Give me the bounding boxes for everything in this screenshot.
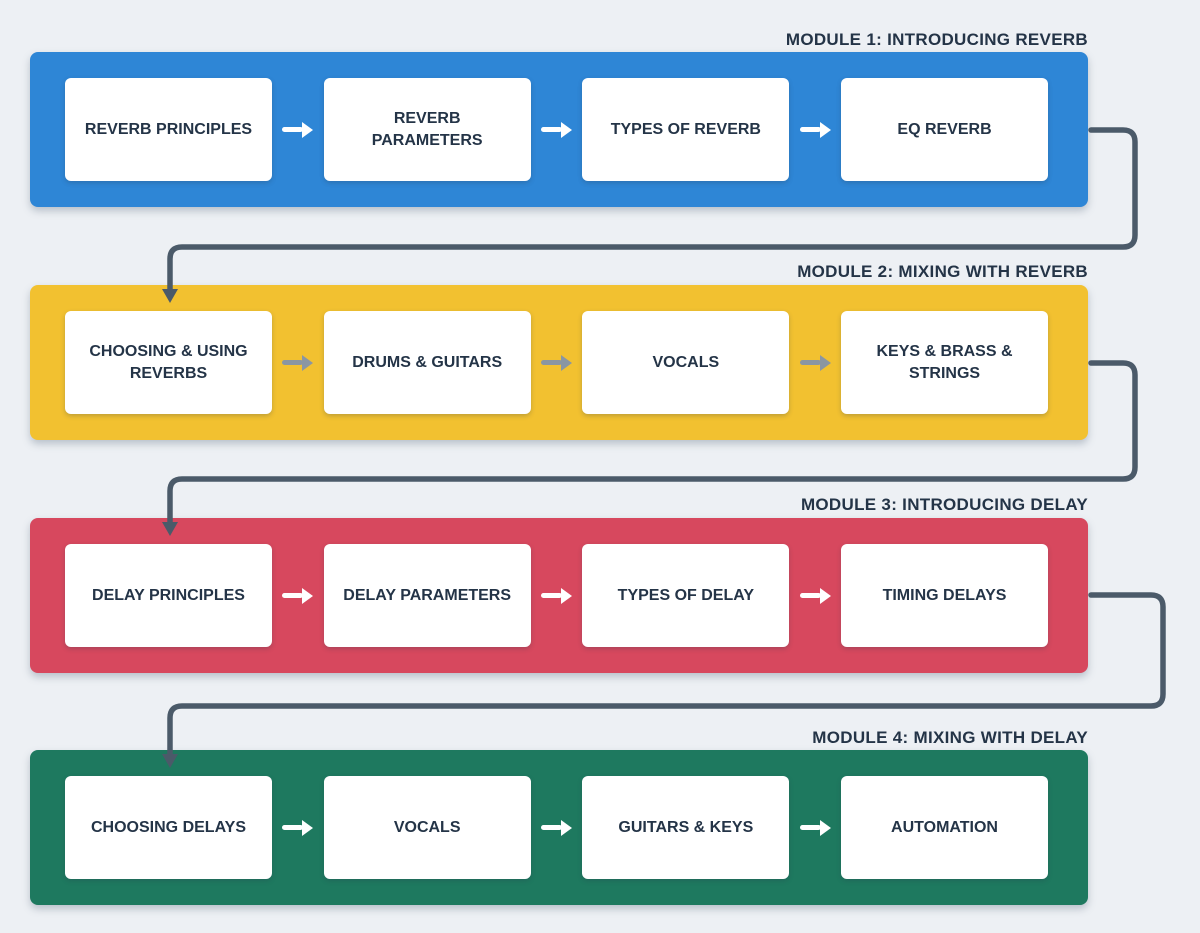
arrow-head — [302, 819, 314, 836]
arrow-shaft — [799, 593, 821, 598]
module-2-box-2: DRUMS & GUITARS — [323, 311, 531, 414]
module-3-band: DELAY PRINCIPLES DELAY PARAMETERS TYPES … — [30, 518, 1088, 673]
right-arrow-icon — [531, 819, 583, 836]
arrow-shaft — [541, 127, 562, 132]
arrow-shaft — [282, 127, 304, 132]
arrow-shaft — [799, 127, 821, 132]
module-2-box-4: KEYS & BRASS & STRINGS — [841, 311, 1049, 414]
right-arrow-icon — [531, 587, 583, 604]
module-4-title: MODULE 4: MIXING WITH DELAY — [812, 728, 1088, 747]
arrow-shaft — [282, 825, 304, 830]
module-2-title: MODULE 2: MIXING WITH REVERB — [797, 262, 1088, 281]
arrow-head — [819, 354, 831, 371]
module-2-band: CHOOSING & USING REVERBS DRUMS & GUITARS… — [30, 285, 1088, 440]
module-3-box-2: DELAY PARAMETERS — [323, 544, 531, 647]
module-3-box-1: DELAY PRINCIPLES — [65, 544, 272, 647]
right-arrow-icon — [789, 587, 841, 604]
module-4-box-2: VOCALS — [323, 776, 531, 879]
arrow-shaft — [541, 360, 562, 365]
arrow-shaft — [541, 593, 562, 598]
arrow-head — [561, 587, 572, 604]
arrow-head — [302, 121, 314, 138]
right-arrow-icon — [531, 121, 583, 138]
module-1-box-3: TYPES OF REVERB — [582, 78, 790, 181]
right-arrow-icon — [272, 819, 324, 836]
module-2-box-3: VOCALS — [582, 311, 790, 414]
arrow-head — [302, 587, 314, 604]
arrow-shaft — [541, 825, 562, 830]
module-3-box-3: TYPES OF DELAY — [582, 544, 790, 647]
module-1-title: MODULE 1: INTRODUCING REVERB — [785, 30, 1088, 49]
module-1-band: REVERB PRINCIPLES REVERB PARAMETERS TYPE… — [30, 52, 1088, 207]
arrow-shaft — [799, 825, 821, 830]
arrow-head — [561, 354, 572, 371]
right-arrow-icon — [789, 354, 841, 371]
right-arrow-icon — [531, 354, 583, 371]
right-arrow-icon — [272, 587, 324, 604]
module-2-box-1: CHOOSING & USING REVERBS — [65, 311, 272, 414]
arrow-head — [819, 587, 831, 604]
module-1-box-4: EQ REVERB — [841, 78, 1049, 181]
right-arrow-icon — [789, 121, 841, 138]
module-3-title: MODULE 3: INTRODUCING DELAY — [800, 495, 1088, 514]
arrow-head — [561, 121, 572, 138]
arrow-head — [561, 819, 572, 836]
module-4-band: CHOOSING DELAYS VOCALS GUITARS & KEYS AU… — [30, 750, 1088, 905]
arrow-shaft — [282, 593, 304, 598]
module-4-box-3: GUITARS & KEYS — [582, 776, 790, 879]
right-arrow-icon — [272, 354, 324, 371]
module-1-box-2: REVERB PARAMETERS — [323, 78, 531, 181]
module-4-box-4: AUTOMATION — [841, 776, 1049, 879]
module-3-box-4: TIMING DELAYS — [841, 544, 1049, 647]
module-1-box-1: REVERB PRINCIPLES — [65, 78, 272, 181]
arrow-shaft — [282, 360, 304, 365]
arrow-head — [302, 354, 314, 371]
right-arrow-icon — [789, 819, 841, 836]
arrow-head — [819, 121, 831, 138]
right-arrow-icon — [272, 121, 324, 138]
module-4-box-1: CHOOSING DELAYS — [65, 776, 272, 879]
arrow-shaft — [799, 360, 821, 365]
arrow-head — [819, 819, 831, 836]
